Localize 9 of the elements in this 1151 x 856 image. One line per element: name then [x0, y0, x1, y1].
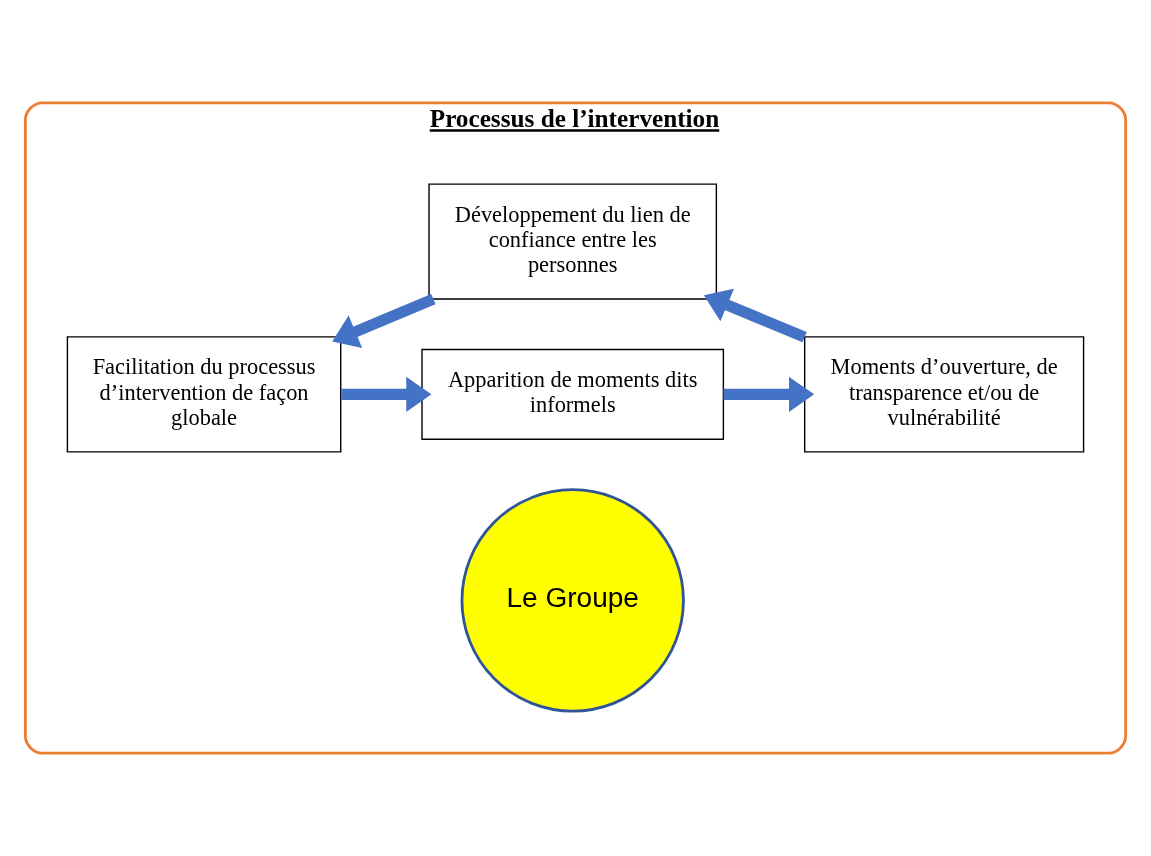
node-box: Moments d’ouverture, de transparence et/ou de vulnérabilité	[803, 336, 1085, 453]
arrow	[703, 288, 807, 343]
node-box: Facilitation du processus d’intervention de façon globale	[66, 336, 342, 453]
arrow	[723, 376, 815, 412]
arrow	[341, 376, 432, 412]
node-circle: Le Groupe	[460, 488, 685, 713]
arrow	[332, 294, 436, 348]
node-box: Apparition de moments dits informels	[421, 348, 725, 440]
node-box: Développement du lien de confiance entre les personnes	[428, 183, 718, 300]
